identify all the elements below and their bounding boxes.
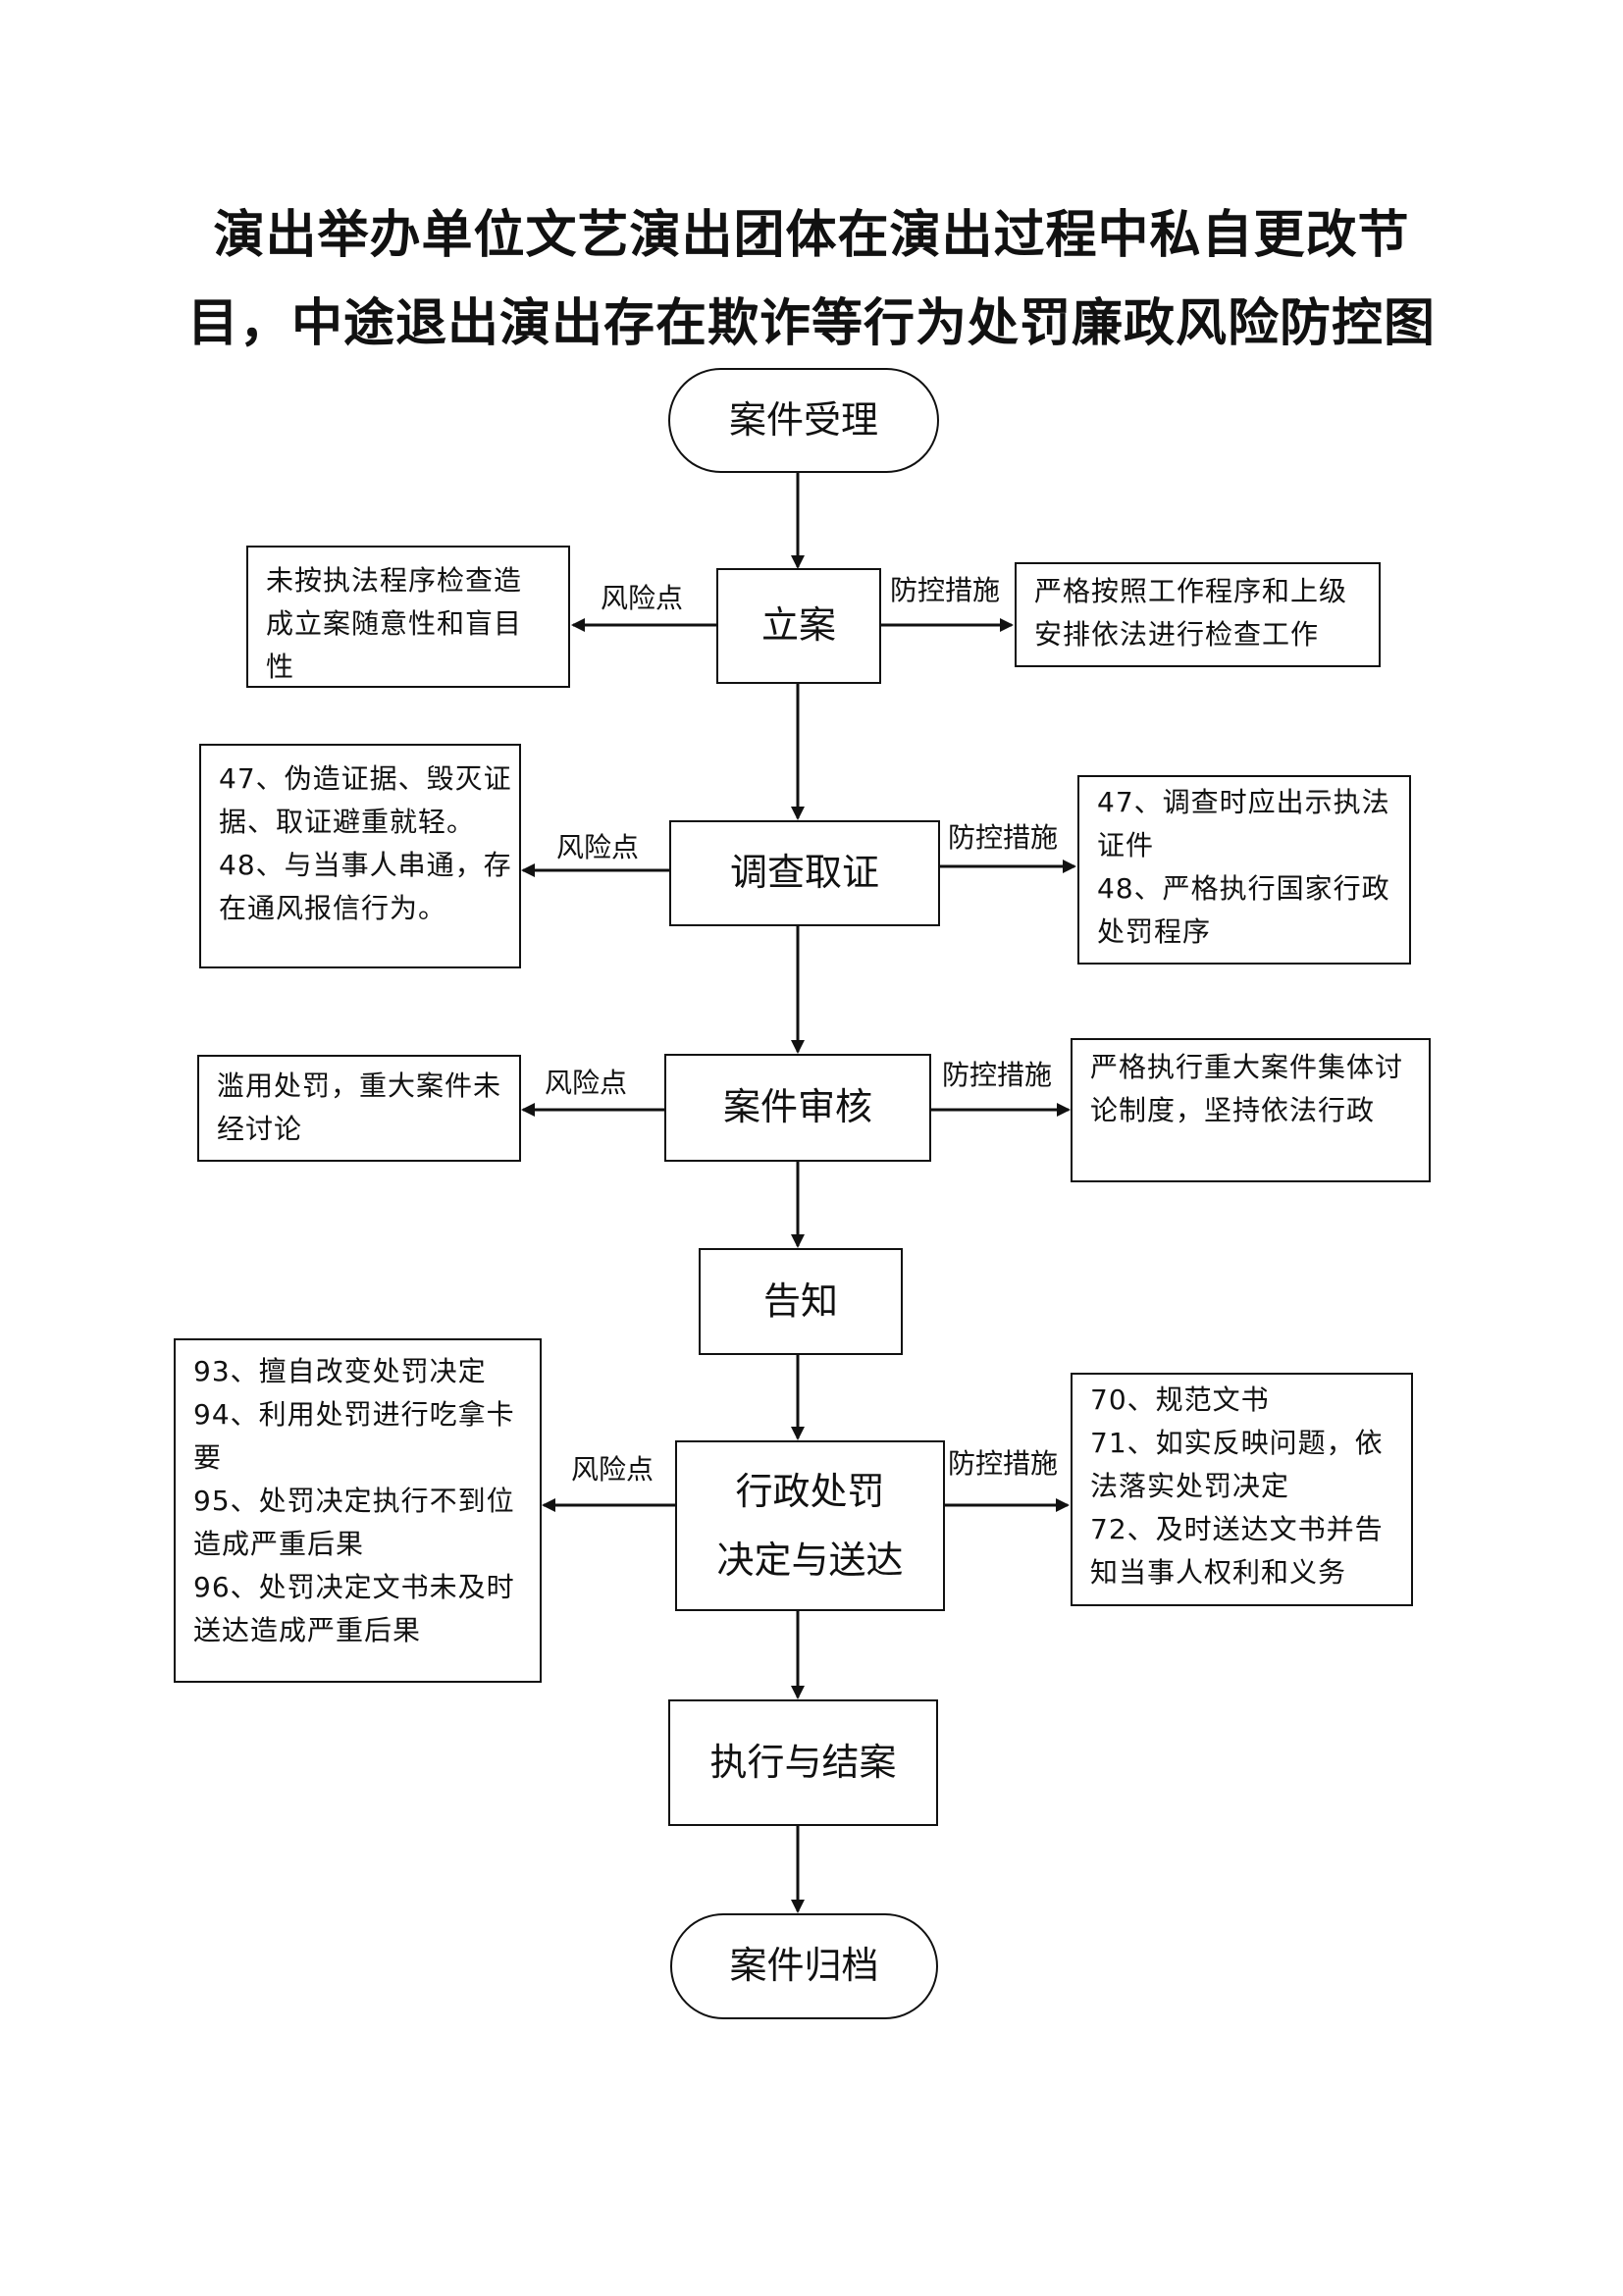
risk-note-decision-line: 96、处罚决定文书未及时	[193, 1571, 515, 1603]
risk-label-decision: 风险点	[571, 1453, 654, 1486]
step-case-archive-label: 案件归档	[729, 1944, 879, 1988]
risk-note-review-line: 经讨论	[217, 1113, 303, 1145]
risk-note-decision-line: 94、利用处罚进行吃拿卡	[193, 1398, 515, 1431]
step-notify: 告知	[699, 1248, 903, 1355]
risk-note-decision-line: 95、处罚决定执行不到位	[193, 1485, 515, 1517]
risk-note-review: 滥用处罚，重大案件未 经讨论	[197, 1055, 521, 1162]
risk-note-review-line: 滥用处罚，重大案件未	[217, 1070, 502, 1102]
control-note-investigate: 47、调查时应出示执法 证件 48、严格执行国家行政 处罚程序	[1077, 775, 1411, 965]
risk-label-review: 风险点	[545, 1067, 628, 1099]
risk-label-investigate: 风险点	[556, 831, 640, 863]
step-case-review-label: 案件审核	[722, 1085, 872, 1129]
control-label-decision: 防控措施	[948, 1447, 1059, 1480]
control-note-investigate-line: 47、调查时应出示执法	[1097, 786, 1390, 818]
risk-note-investigate-line: 据、取证避重就轻。	[219, 806, 476, 838]
risk-note-file-line: 成立案随意性和盲目	[266, 607, 523, 640]
control-note-review-line: 严格执行重大案件集体讨	[1090, 1051, 1404, 1083]
step-file-case-label: 立案	[760, 603, 836, 648]
risk-note-file: 未按执法程序检查造 成立案随意性和盲目 性	[246, 546, 570, 688]
risk-note-decision-line: 要	[193, 1441, 223, 1474]
risk-note-file-line: 未按执法程序检查造	[266, 564, 523, 597]
step-investigation: 调查取证	[669, 820, 940, 926]
control-label-file: 防控措施	[890, 574, 1001, 606]
risk-note-decision-line: 造成严重后果	[193, 1528, 365, 1560]
control-note-review-line: 论制度，坚持依法行政	[1090, 1094, 1376, 1126]
step-execution-label: 执行与结案	[709, 1740, 897, 1784]
control-note-file-line: 严格按照工作程序和上级	[1034, 575, 1348, 607]
step-case-archive: 案件归档	[670, 1913, 938, 2019]
control-note-investigate-line: 证件	[1097, 829, 1155, 861]
control-label-investigate: 防控措施	[948, 821, 1059, 854]
step-penalty-decision-label-2: 决定与送达	[716, 1539, 904, 1582]
control-note-investigate-line: 处罚程序	[1097, 915, 1212, 948]
control-label-review: 防控措施	[942, 1059, 1053, 1091]
risk-note-decision: 93、擅自改变处罚决定 94、利用处罚进行吃拿卡 要 95、处罚决定执行不到位 …	[174, 1338, 542, 1683]
control-note-file: 严格按照工作程序和上级 安排依法进行检查工作	[1015, 562, 1381, 667]
risk-note-investigate-line: 在通风报信行为。	[219, 892, 447, 924]
risk-note-investigate-line: 47、伪造证据、毁灭证	[219, 762, 512, 795]
step-case-acceptance-label: 案件受理	[728, 397, 878, 442]
risk-note-file-line: 性	[266, 651, 295, 683]
step-penalty-decision-label-1: 行政处罚	[735, 1470, 885, 1513]
control-note-decision: 70、规范文书 71、如实反映问题，依 法落实处罚决定 72、及时送达文书并告 …	[1071, 1373, 1413, 1606]
control-note-decision-line: 72、及时送达文书并告	[1090, 1513, 1384, 1545]
step-execution: 执行与结案	[668, 1699, 938, 1826]
step-case-acceptance: 案件受理	[668, 368, 939, 473]
risk-label-file: 风险点	[601, 582, 684, 614]
control-note-decision-line: 71、如实反映问题，依	[1090, 1427, 1384, 1459]
step-investigation-label: 调查取证	[729, 851, 879, 895]
control-note-decision-line: 知当事人权利和义务	[1090, 1556, 1347, 1589]
risk-note-investigate: 47、伪造证据、毁灭证 据、取证避重就轻。 48、与当事人串通，存 在通风报信行…	[199, 744, 521, 968]
step-file-case: 立案	[716, 568, 881, 684]
risk-note-investigate-line: 48、与当事人串通，存	[219, 849, 512, 881]
page-title-line-1: 演出举办单位文艺演出团体在演出过程中私自更改节	[213, 205, 1410, 265]
control-note-file-line: 安排依法进行检查工作	[1034, 618, 1320, 651]
control-note-decision-line: 70、规范文书	[1090, 1383, 1270, 1416]
step-case-review: 案件审核	[664, 1054, 931, 1162]
control-note-review: 严格执行重大案件集体讨 论制度，坚持依法行政	[1071, 1038, 1431, 1182]
risk-note-decision-line: 送达造成严重后果	[193, 1614, 422, 1646]
control-note-decision-line: 法落实处罚决定	[1090, 1470, 1290, 1502]
step-notify-label: 告知	[762, 1278, 838, 1323]
control-note-investigate-line: 48、严格执行国家行政	[1097, 872, 1390, 905]
page-title-line-2: 目，中途退出演出存在欺诈等行为处罚廉政风险防控图	[186, 293, 1436, 353]
step-penalty-decision: 行政处罚 决定与送达	[675, 1440, 945, 1611]
risk-note-decision-line: 93、擅自改变处罚决定	[193, 1355, 487, 1387]
